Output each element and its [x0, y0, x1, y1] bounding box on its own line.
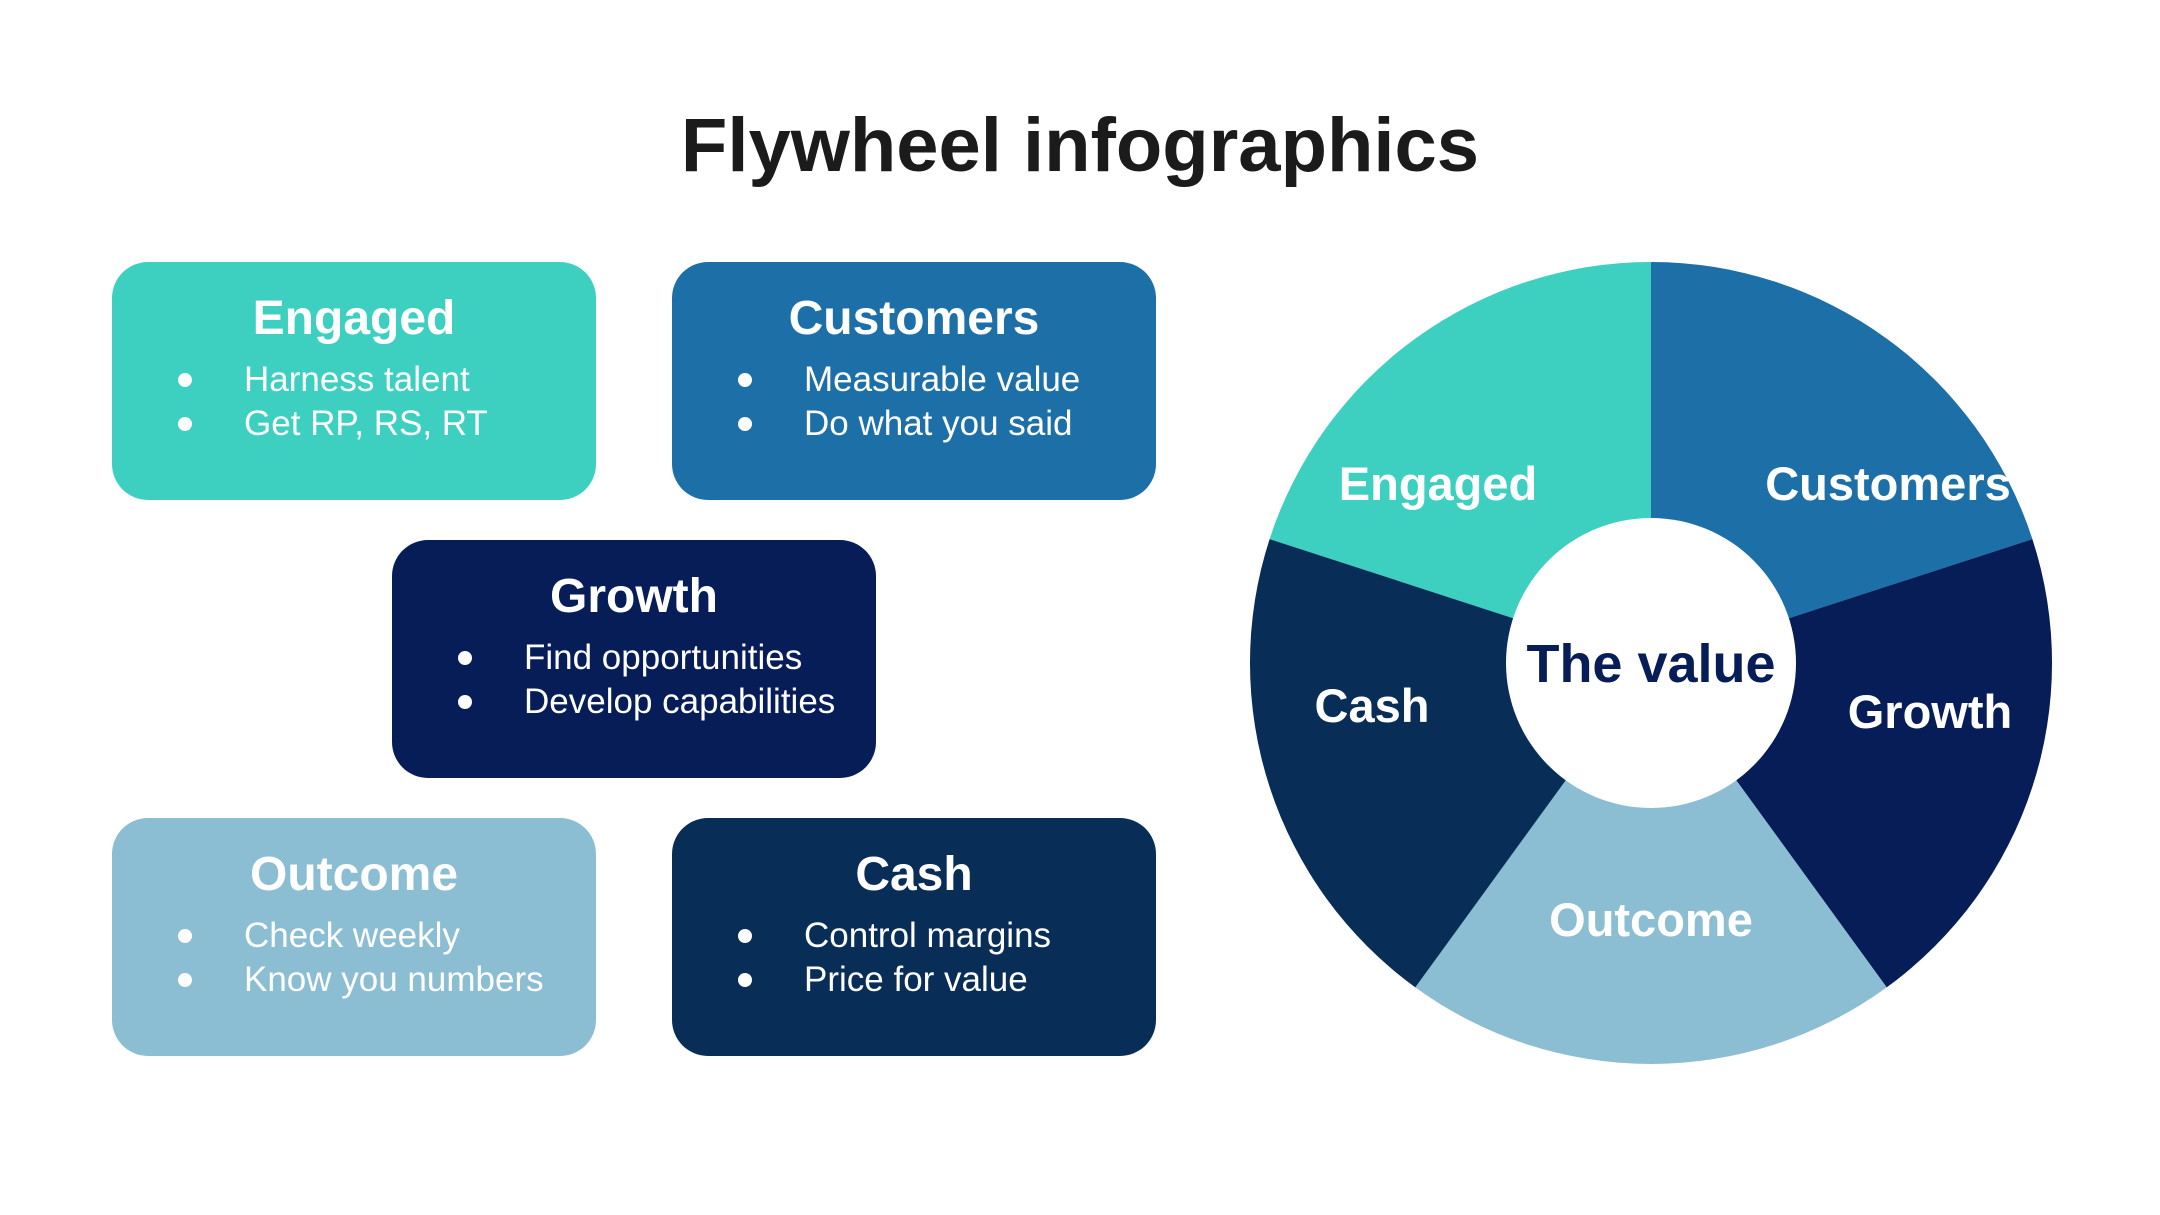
bullet-item: Measurable value	[738, 358, 1080, 402]
wheel-label-customers: Customers	[1765, 457, 2011, 510]
card-growth: Growth Find opportunities Develop capabi…	[392, 540, 876, 778]
page-title: Flywheel infographics	[680, 103, 1480, 188]
card-engaged: Engaged Harness talent Get RP, RS, RT	[112, 262, 596, 500]
card-customers: Customers Measurable value Do what you s…	[672, 262, 1156, 500]
bullet-list: Harness talent Get RP, RS, RT	[178, 358, 488, 446]
wheel-label-engaged: Engaged	[1339, 457, 1537, 510]
bullet-item: Check weekly	[178, 914, 544, 958]
bullet-item: Find opportunities	[458, 636, 835, 680]
wheel-segment-outcome	[1415, 663, 1887, 1064]
card-title: Engaged	[252, 292, 456, 345]
flywheel-diagram: Engaged Customers Growth Outcome Cash Th…	[1249, 262, 2053, 1064]
bullet-item: Get RP, RS, RT	[178, 402, 488, 446]
bullet-list: Control margins Price for value	[738, 914, 1051, 1002]
wheel-label-growth: Growth	[1848, 685, 2012, 738]
card-cash: Cash Control margins Price for value	[672, 818, 1156, 1056]
wheel-label-outcome: Outcome	[1549, 893, 1753, 946]
card-outcome: Outcome Check weekly Know you numbers	[112, 818, 596, 1056]
bullet-item: Price for value	[738, 958, 1051, 1002]
bullet-list: Measurable value Do what you said	[738, 358, 1080, 446]
card-title: Growth	[550, 570, 718, 623]
card-title: Cash	[855, 848, 973, 901]
wheel-label-cash: Cash	[1315, 679, 1430, 732]
card-title: Outcome	[249, 848, 459, 901]
card-title: Customers	[788, 292, 1040, 345]
wheel-center-label: The value	[1526, 634, 1775, 694]
bullet-item: Develop capabilities	[458, 680, 835, 724]
bullet-list: Check weekly Know you numbers	[178, 914, 544, 1002]
bullet-item: Harness talent	[178, 358, 488, 402]
bullet-list: Find opportunities Develop capabilities	[458, 636, 835, 724]
bullet-item: Know you numbers	[178, 958, 544, 1002]
bullet-item: Do what you said	[738, 402, 1080, 446]
bullet-item: Control margins	[738, 914, 1051, 958]
wheel-center-circle	[1506, 518, 1796, 808]
